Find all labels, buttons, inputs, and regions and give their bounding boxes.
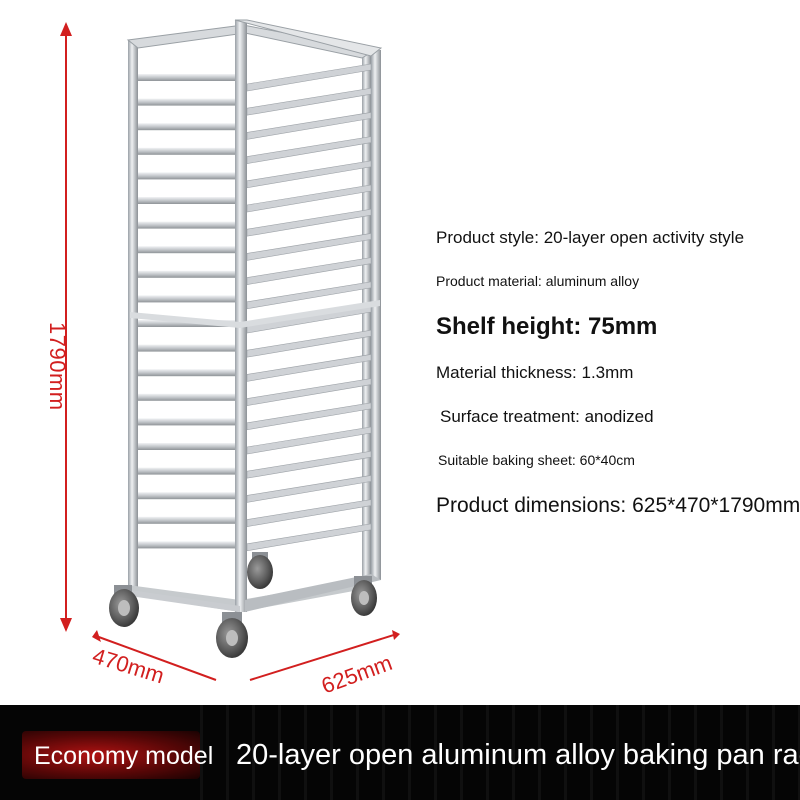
spec-shelf-height: Shelf height: 75mm	[436, 313, 658, 340]
left-shelf-rail	[138, 541, 235, 549]
spec-product-style: Product style: 20-layer open activity st…	[436, 228, 745, 247]
right-shelf-rail	[246, 208, 372, 237]
caster-wheel-back-right	[351, 576, 377, 616]
left-shelf-rail	[138, 270, 235, 278]
right-shelf-rail	[246, 112, 372, 140]
right-shelf-rail	[246, 87, 372, 116]
spec-suitable-baking-sheet: Suitable baking sheet: 60*40cm	[438, 452, 635, 468]
spec-product-dimensions: Product dimensions: 625*470*1790mm	[436, 494, 800, 517]
right-shelf-rail	[246, 160, 372, 189]
left-shelf-rail	[138, 246, 235, 254]
left-shelf-rail	[138, 172, 235, 180]
right-shelf-rail	[246, 402, 372, 431]
depth-arrow-line	[95, 635, 217, 681]
right-shelf-rail	[246, 378, 372, 406]
banner-title: 20-layer open aluminum alloy baking pan …	[236, 739, 800, 771]
left-shelf-rail	[138, 516, 235, 524]
banner-background-pattern	[200, 705, 800, 800]
left-shelf-rail	[138, 147, 235, 155]
left-shelf-rails	[138, 74, 235, 549]
spec-surface-treatment: Surface treatment: anodized	[440, 407, 654, 426]
right-shelf-rail	[246, 354, 372, 382]
caster-wheel-back-left	[247, 552, 273, 589]
left-shelf-rail	[138, 197, 235, 204]
left-shelf-rail	[138, 74, 235, 81]
economy-badge-label: Economy model	[34, 742, 214, 770]
left-shelf-rail	[138, 295, 235, 303]
right-shelf-rail	[246, 329, 372, 358]
left-shelf-rail	[138, 369, 235, 377]
caster-wheel-front-left	[109, 585, 139, 627]
right-shelf-rail	[246, 136, 372, 164]
right-shelf-rail	[246, 257, 372, 285]
height-dimension-label: 1790mm	[45, 322, 70, 411]
left-shelf-rail	[138, 418, 235, 426]
product-image-area: 1790mm 470mm 625mm Product style: 20-lay…	[45, 19, 800, 699]
spec-material-thickness: Material thickness: 1.3mm	[436, 363, 634, 382]
right-shelf-rail	[246, 450, 372, 479]
bottom-banner: Economy model 20-layer open aluminum all…	[0, 705, 800, 800]
right-shelf-rail	[246, 475, 372, 503]
spec-product-material: Product material: aluminum alloy	[436, 273, 640, 289]
right-shelf-rail	[246, 184, 372, 213]
left-shelf-rail	[138, 467, 235, 475]
caster-wheels	[109, 552, 377, 658]
baking-rack-illustration	[60, 19, 400, 681]
right-shelf-rail	[246, 523, 372, 552]
economy-badge	[22, 731, 200, 779]
left-shelf-rail	[138, 344, 235, 352]
right-shelf-rail	[246, 499, 372, 527]
left-shelf-rail	[138, 98, 235, 106]
rack-front-frame	[130, 19, 383, 612]
right-shelf-rail	[246, 233, 372, 261]
left-shelf-rail	[138, 443, 235, 450]
caster-wheel-front-center	[216, 612, 248, 658]
dimension-arrows	[60, 22, 400, 681]
left-shelf-rail	[138, 123, 235, 131]
left-shelf-rail	[138, 320, 235, 327]
height-arrow-bottom	[60, 618, 72, 632]
right-shelf-rail	[246, 63, 372, 92]
height-arrow-top	[60, 22, 72, 36]
left-shelf-rail	[138, 393, 235, 401]
right-shelf-rail	[246, 426, 372, 455]
left-shelf-rail	[138, 492, 235, 500]
left-shelf-rail	[138, 221, 235, 229]
width-arrow-line	[249, 633, 398, 681]
